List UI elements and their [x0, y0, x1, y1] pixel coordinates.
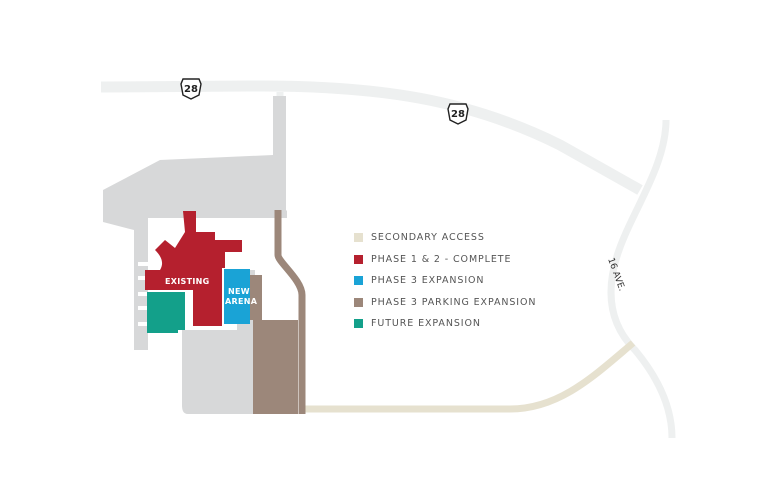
- parking-lot-lines: [138, 262, 180, 338]
- avenue-16-road: [607, 119, 676, 439]
- highway-28-road: [100, 80, 643, 195]
- highway-28-shield-east: 28: [447, 103, 469, 125]
- legend-item-phase-3-parking-expansion: PHASE 3 PARKING EXPANSION: [354, 292, 536, 314]
- new-arena-label-line1: NEW: [228, 287, 250, 296]
- legend-item-phase-1-2-complete: PHASE 1 & 2 - COMPLETE: [354, 249, 536, 271]
- parking-lot-north: [103, 96, 287, 230]
- parking-lot-top-strip: [148, 200, 276, 218]
- future-expansion-building: [147, 292, 185, 333]
- phase-3-parking-expansion-road: [274, 210, 306, 414]
- legend-item-phase-3-expansion: PHASE 3 EXPANSION: [354, 270, 536, 292]
- new-arena-building: [224, 269, 250, 324]
- legend-swatch: [354, 233, 363, 243]
- highway-28-shield-east-number: 28: [451, 109, 465, 120]
- highway-28-shield-west-number: 28: [184, 84, 198, 95]
- legend-swatch: [354, 319, 363, 329]
- highway-28-shield-west: 28: [180, 78, 202, 100]
- existing-label: EXISTING: [165, 277, 209, 286]
- legend-item-future-expansion: FUTURE EXPANSION: [354, 313, 536, 335]
- legend-label: PHASE 1 & 2 - COMPLETE: [371, 253, 512, 265]
- legend-swatch: [354, 276, 363, 286]
- secondary-access-road: [305, 340, 636, 413]
- legend-item-secondary-access: SECONDARY ACCESS: [354, 227, 536, 249]
- legend-swatch: [354, 254, 363, 264]
- legend-label: SECONDARY ACCESS: [371, 232, 485, 244]
- phase-3-parking-expansion-strip: [250, 275, 262, 320]
- new-arena-label-line2: ARENA: [225, 297, 258, 306]
- parking-lot-south: [182, 330, 255, 414]
- legend-label: PHASE 3 EXPANSION: [371, 275, 485, 287]
- legend-label: PHASE 3 PARKING EXPANSION: [371, 296, 537, 308]
- phase-3-parking-expansion-lot: [253, 320, 298, 414]
- existing-building: [145, 211, 242, 326]
- legend-swatch: [354, 297, 363, 307]
- legend-label: FUTURE EXPANSION: [371, 318, 481, 330]
- map-legend: SECONDARY ACCESS PHASE 1 & 2 - COMPLETE …: [354, 227, 536, 335]
